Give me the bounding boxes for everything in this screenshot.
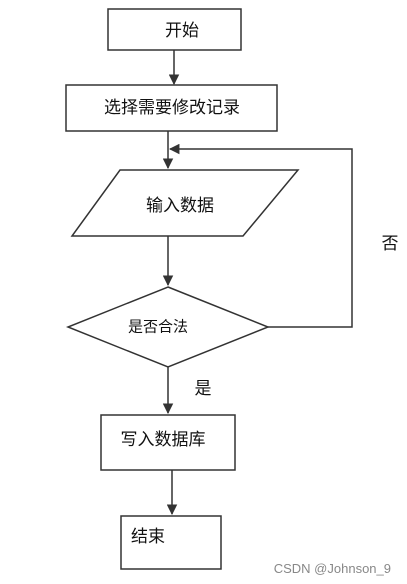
no-label: 否 [382,234,399,254]
select-record-label: 选择需要修改记录 [104,98,240,118]
end-box [120,515,222,570]
start-box [107,8,242,51]
write-db-label: 写入数据库 [121,430,206,450]
yes-label: 是 [195,379,212,399]
start-label: 开始 [165,21,199,41]
end-label: 结束 [131,527,165,547]
select-record-box [65,84,278,132]
write-db-box [100,414,236,471]
watermark: CSDN @Johnson_9 [273,561,391,576]
input-data-label: 输入数据 [146,196,214,216]
legal-check-label: 是否合法 [128,318,188,336]
input-data-shape [70,169,300,237]
edge-check-no-loop [168,143,353,328]
